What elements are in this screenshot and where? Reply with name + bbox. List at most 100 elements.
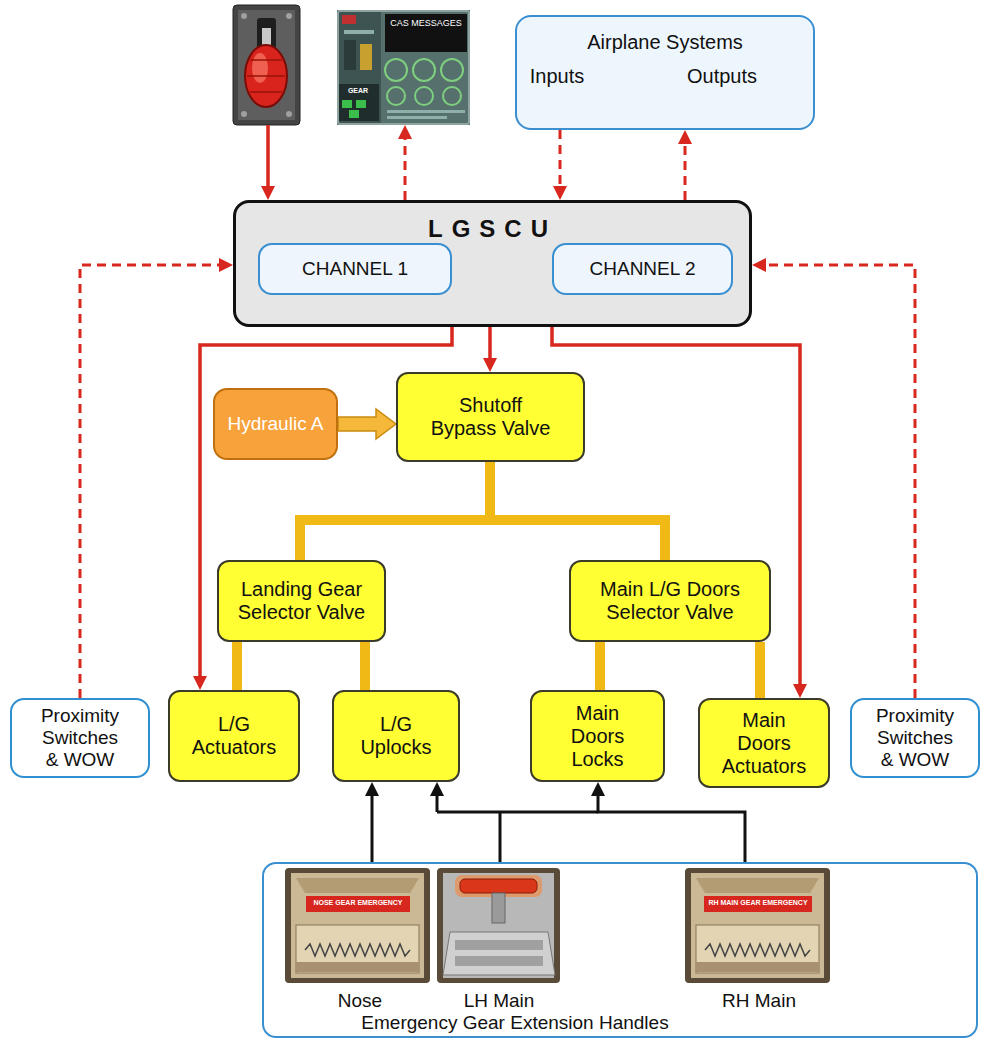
valve-box: Landing Gear Selector Valve xyxy=(217,560,386,642)
illustration-part xyxy=(696,925,819,973)
illustration-part xyxy=(455,940,543,950)
node-text: CHANNEL 1 xyxy=(302,258,408,280)
arrow-head xyxy=(483,358,497,372)
illustration-part xyxy=(443,932,555,975)
supply-arrow xyxy=(338,409,396,439)
component-box: Main Doors Actuators xyxy=(698,698,830,788)
component-box: L/G Uplocks xyxy=(332,690,460,782)
illustration-part xyxy=(387,116,447,119)
pipe-line xyxy=(755,642,765,698)
illustration-part xyxy=(285,868,430,983)
illustration-part xyxy=(241,111,247,117)
illustration-part xyxy=(247,75,285,77)
illustration-part xyxy=(413,59,435,81)
arrow-head xyxy=(591,782,605,796)
arrow-head xyxy=(365,782,379,796)
pipe-line xyxy=(232,642,242,690)
signal-connector xyxy=(752,258,915,698)
placard-text: NOSE GEAR EMERGENCY xyxy=(306,899,410,907)
illustration-part xyxy=(441,59,463,81)
illustration-part xyxy=(266,125,270,188)
illustration-part xyxy=(385,59,407,81)
hydraulic-line xyxy=(365,642,366,690)
node-text: RH Main xyxy=(699,990,819,1012)
illustration-part xyxy=(443,873,554,978)
cas-display xyxy=(337,10,470,125)
illustration-part xyxy=(305,944,410,956)
signal-connector xyxy=(553,130,567,200)
illustration-part xyxy=(339,12,381,123)
illustration-part xyxy=(250,59,282,61)
illustration-part xyxy=(337,10,470,125)
component-box: L/G Actuators xyxy=(168,690,300,782)
pipe-line xyxy=(300,462,490,560)
illustration-part xyxy=(696,878,819,893)
node-text: Inputs xyxy=(517,65,597,88)
placard-text: RH MAIN GEAR EMERGENCY xyxy=(704,899,812,907)
node-text: L/G Actuators xyxy=(179,713,289,759)
node-text: Main Doors Actuators xyxy=(716,709,812,778)
valve-box: Shutoff Bypass Valve xyxy=(396,372,585,462)
illustration-part xyxy=(349,110,359,118)
illustration-part xyxy=(342,100,352,108)
illustration-part xyxy=(257,18,276,102)
hydraulic-source: Hydraulic A xyxy=(213,388,338,460)
illustration-part xyxy=(691,873,824,978)
illustration-part xyxy=(252,53,268,83)
illustration-part xyxy=(342,15,356,24)
node-text: Shutoff Bypass Valve xyxy=(426,394,556,440)
node-text: Proximity Switches & WOW xyxy=(871,705,959,771)
signal-connector xyxy=(552,327,807,698)
signal-connector xyxy=(365,782,379,862)
signal-connector xyxy=(483,327,497,372)
hydraulic-line xyxy=(760,642,761,698)
illustration-part xyxy=(286,111,292,117)
node-text: LH Main xyxy=(439,990,559,1012)
node-text: CHANNEL 2 xyxy=(590,258,696,280)
node-text: Proximity Switches & WOW xyxy=(36,705,124,771)
node-text: LGSCU xyxy=(428,215,557,243)
sensor-box: Proximity Switches & WOW xyxy=(850,698,980,778)
illustration-part xyxy=(250,91,282,93)
connector-line xyxy=(559,130,562,189)
hydraulic-line xyxy=(300,462,490,560)
valve-box: Main L/G Doors Selector Valve xyxy=(569,560,771,642)
illustration-part xyxy=(306,896,410,912)
illustration-part xyxy=(262,28,271,72)
emergency-linkage xyxy=(430,782,598,862)
pipe-line xyxy=(595,642,605,690)
connector-line xyxy=(371,793,374,862)
illustration-part xyxy=(436,794,439,812)
pipe-line xyxy=(490,462,665,560)
illustration-part xyxy=(387,110,465,113)
node-text: Airplane Systems xyxy=(517,31,813,54)
illustration-part xyxy=(360,44,372,70)
cas-display-box: CAS MESSAGES xyxy=(337,10,470,125)
illustration-part xyxy=(356,100,366,108)
placard-text: GEAR xyxy=(340,87,376,95)
handle-panel: NoseLH MainRH MainEmergency Gear Extensi… xyxy=(262,862,978,1038)
illustration-part xyxy=(499,812,502,862)
connector-line xyxy=(684,141,687,200)
connector-line xyxy=(552,327,800,687)
nose-handle-picture xyxy=(285,868,430,983)
illustration-part xyxy=(437,868,560,983)
component-box: Main Doors Locks xyxy=(530,690,665,782)
controller-unit: LGSCU CHANNEL 1 CHANNEL 2 xyxy=(233,200,752,327)
arrow-head xyxy=(752,258,766,272)
illustration-part xyxy=(455,875,542,897)
illustration-part xyxy=(704,896,812,912)
node-text: CAS MESSAGES xyxy=(385,18,467,28)
illustration-part xyxy=(296,878,419,893)
node-text: Main L/G Doors Selector Valve xyxy=(576,578,764,624)
channel-box: CHANNEL 2 xyxy=(552,243,733,295)
system-box: Airplane SystemsInputsOutputs xyxy=(515,15,815,130)
signal-connector xyxy=(398,125,412,200)
illustration-part xyxy=(443,87,461,105)
illustration-part xyxy=(344,30,374,34)
hydraulic-line xyxy=(600,642,601,690)
arrow-head xyxy=(793,684,807,698)
hydraulic-line xyxy=(237,642,238,690)
